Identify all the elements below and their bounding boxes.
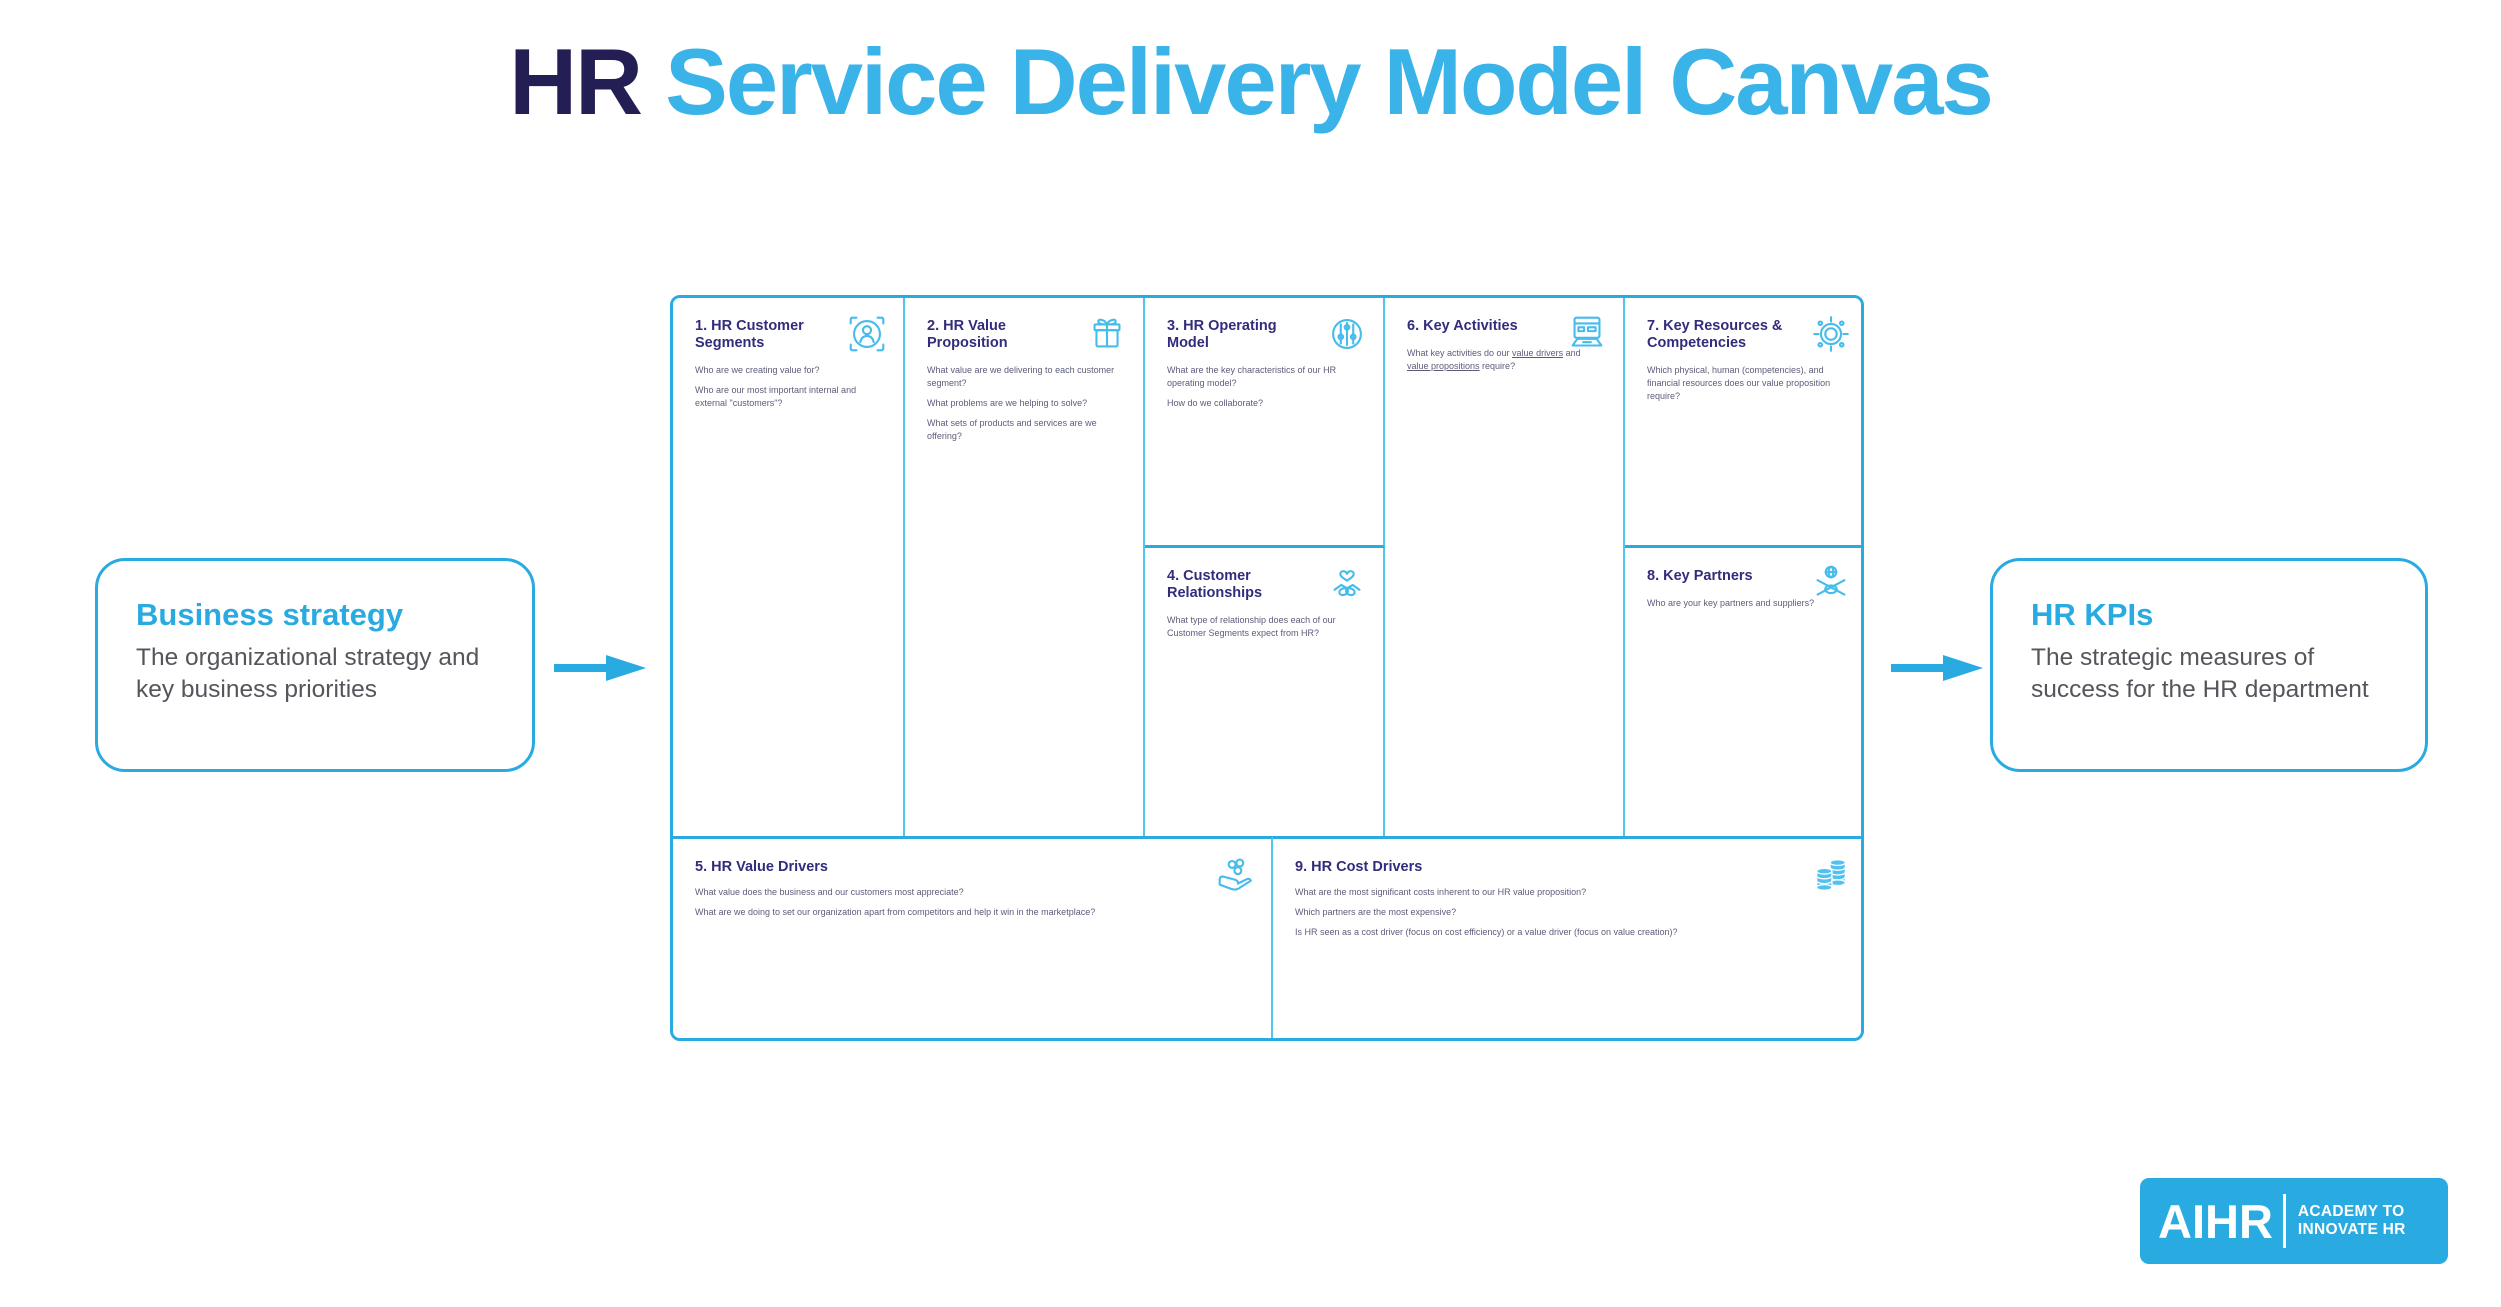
- panel-title: 3. HR Operating Model: [1167, 318, 1277, 352]
- page-title: HR Service Delivery Model Canvas: [0, 28, 2501, 136]
- rays-gear-icon: [1808, 311, 1854, 357]
- panel-question: Which partners are the most expensive?: [1295, 907, 1457, 918]
- business-strategy-title: Business strategy: [136, 597, 404, 632]
- panel-question: How do we collaborate?: [1167, 398, 1264, 409]
- panel-hr-value-proposition: 2. HR Value Proposition What value are w…: [905, 298, 1145, 836]
- logo-divider: [2282, 1194, 2286, 1248]
- heart-handshake-icon: [1324, 561, 1370, 607]
- arrow-right-icon: [1891, 655, 1983, 681]
- business-strategy-description: The organizational strategy and key busi…: [136, 644, 480, 704]
- aihr-logo-brand: AIHR: [2158, 1194, 2273, 1248]
- panel-hr-operating-model: 3. HR Operating Model What are the key c…: [1145, 298, 1385, 548]
- panel-hr-customer-segments: 1. HR Customer Segments Who are we creat…: [673, 298, 905, 836]
- panel-hr-cost-drivers: 9. HR Cost Drivers What are the most sig…: [1273, 836, 1861, 1038]
- panel-question: Is HR seen as a cost driver (focus on co…: [1295, 927, 1678, 938]
- panel-title: 9. HR Cost Drivers: [1295, 859, 1423, 875]
- sliders-circle-icon: [1324, 311, 1370, 357]
- panel-title: 4. Customer Relationships: [1167, 568, 1263, 602]
- panel-question: Which physical, human (competencies), an…: [1647, 365, 1831, 402]
- panel-question: What type of relationship does each of o…: [1167, 615, 1336, 639]
- page-title-prefix: HR: [509, 29, 643, 134]
- panel-question: What value does the business and our cus…: [695, 887, 964, 898]
- panel-question: Who are our most important internal and …: [695, 385, 857, 409]
- panel-question: What sets of products and services are w…: [927, 418, 1097, 442]
- panel-question: Who are we creating value for?: [695, 365, 820, 376]
- panel-question: What are the most significant costs inhe…: [1295, 887, 1587, 898]
- hr-kpis-title: HR KPIs: [2031, 597, 2154, 632]
- panel-customer-relationships: 4. Customer Relationships What type of r…: [1145, 548, 1385, 836]
- hr-kpis-box: HR KPIs The strategic measures of succes…: [1990, 558, 2428, 772]
- business-strategy-box: Business strategy The organizational str…: [95, 558, 535, 772]
- panel-title: 2. HR Value Proposition: [927, 318, 1008, 352]
- person-focus-icon: [844, 311, 890, 357]
- panel-title: 1. HR Customer Segments: [695, 318, 804, 352]
- panel-title: 7. Key Resources & Competencies: [1647, 318, 1783, 352]
- globe-handshake-icon: [1808, 561, 1854, 607]
- panel-question: What value are we delivering to each cus…: [927, 365, 1115, 389]
- panel-question: Who are your key partners and suppliers?: [1647, 598, 1815, 609]
- panel-question: What key activities do our value drivers…: [1407, 348, 1581, 372]
- value-drivers-link: value drivers: [1512, 348, 1564, 359]
- panel-title: 6. Key Activities: [1407, 318, 1518, 334]
- coin-stacks-icon: [1808, 852, 1854, 898]
- panel-key-activities: 6. Key Activities What key activities do…: [1385, 298, 1625, 836]
- hr-canvas: 1. HR Customer Segments Who are we creat…: [670, 295, 1864, 1041]
- aihr-logo-tagline: ACADEMY TO INNOVATE HR: [2297, 1202, 2406, 1238]
- panel-question: What problems are we helping to solve?: [927, 398, 1088, 409]
- arrow-right-icon: [554, 655, 646, 681]
- panel-key-partners: 8. Key Partners Who are your key partner…: [1625, 548, 1861, 836]
- hand-coins-icon: [1212, 852, 1258, 898]
- panel-question: What are the key characteristics of our …: [1167, 365, 1337, 389]
- hr-kpis-description: The strategic measures of success for th…: [2031, 644, 2369, 704]
- page-title-rest: Service Delivery Model Canvas: [641, 29, 1994, 134]
- panel-title: 5. HR Value Drivers: [695, 859, 828, 875]
- value-propositions-link: value propositions: [1407, 361, 1480, 372]
- panel-question: What are we doing to set our organizatio…: [695, 907, 1096, 918]
- panel-hr-value-drivers: 5. HR Value Drivers What value does the …: [673, 836, 1273, 1038]
- aihr-logo: AIHR ACADEMY TO INNOVATE HR: [2140, 1178, 2448, 1264]
- working-hands-icon: [1564, 311, 1610, 357]
- gift-icon: [1084, 311, 1130, 357]
- panel-title: 8. Key Partners: [1647, 568, 1753, 584]
- panel-key-resources-competencies: 7. Key Resources & Competencies Which ph…: [1625, 298, 1861, 548]
